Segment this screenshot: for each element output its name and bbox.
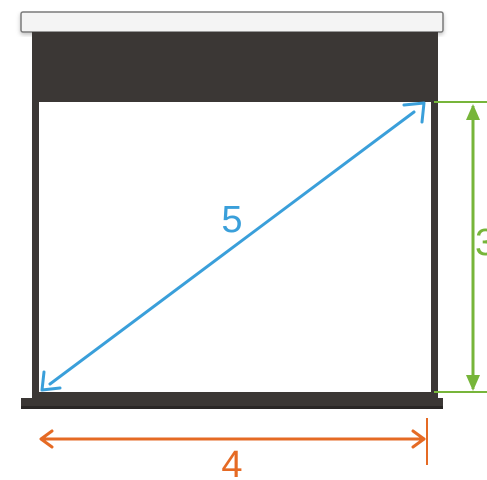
width-arrowhead-start (39, 429, 54, 449)
diagonal-arrowhead-start (40, 370, 62, 392)
height-label: 3 (475, 222, 487, 264)
width-arrowhead-end (411, 429, 426, 449)
width-dimension: 4 (39, 418, 428, 480)
height-arrowhead-top (466, 104, 480, 120)
screen-housing (20, 11, 444, 33)
bottom-bar-shade (21, 406, 443, 409)
diagonal-label: 5 (221, 199, 242, 241)
diagonal-dimension: 5 (40, 101, 426, 392)
bottom-bar (21, 398, 443, 408)
diagonal-arrowhead-end (402, 101, 426, 124)
height-arrowhead-bottom (466, 375, 480, 391)
width-label: 4 (221, 444, 242, 480)
height-dimension: 3 (434, 101, 487, 393)
diagonal-line (48, 110, 416, 386)
